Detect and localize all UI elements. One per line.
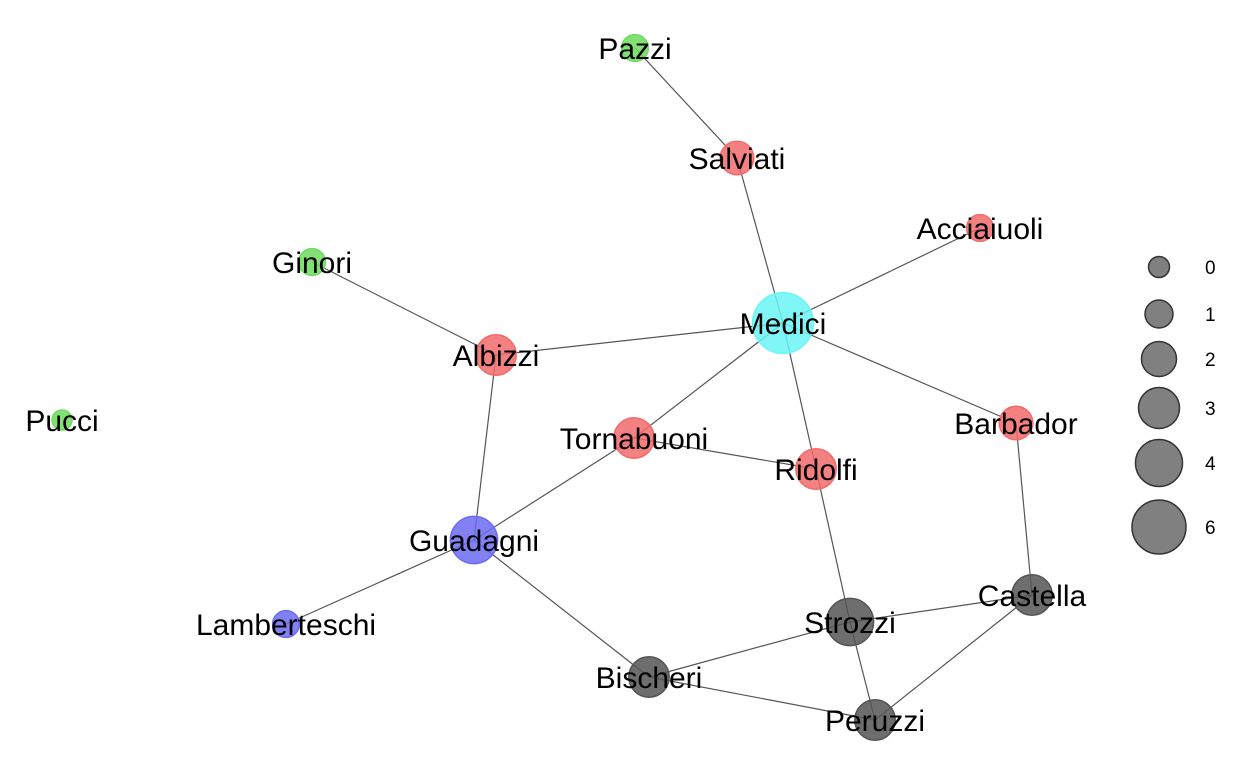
edge-ginori-albizzi xyxy=(311,261,497,356)
node-castella[interactable] xyxy=(1011,574,1053,616)
node-pucci[interactable] xyxy=(51,409,73,431)
node-albizzi[interactable] xyxy=(475,334,517,376)
node-label-ginori: Ginori xyxy=(272,247,352,280)
legend-circle-0 xyxy=(1147,255,1171,279)
legend-label-1: 1 xyxy=(1205,305,1216,326)
edge-medici-tornabuoni xyxy=(633,322,784,439)
legend-label-2: 2 xyxy=(1205,350,1216,371)
node-label-salviati: Salviati xyxy=(689,143,786,176)
nodes-layer xyxy=(51,33,1053,741)
node-pazzi[interactable] xyxy=(620,33,650,63)
edge-tornabuoni-guadagni xyxy=(473,437,635,541)
node-label-guadagni: Guadagni xyxy=(409,525,539,558)
node-peruzzi[interactable] xyxy=(854,699,896,741)
edge-guadagni-bischeri xyxy=(473,539,650,678)
labels-layer: PazziSalviatiAcciaiuoliGinoriMediciAlbiz… xyxy=(25,33,1086,738)
node-label-ridolfi: Ridolfi xyxy=(774,454,857,487)
node-label-tornabuoni: Tornabuoni xyxy=(560,423,708,456)
node-barbador[interactable] xyxy=(998,405,1034,441)
node-guadagni[interactable] xyxy=(449,515,499,565)
edge-albizzi-guadagni xyxy=(473,354,497,541)
node-tornabuoni[interactable] xyxy=(613,417,655,459)
node-label-acciaiuoli: Acciaiuoli xyxy=(917,213,1044,246)
legend-label-0: 0 xyxy=(1205,258,1216,279)
degree-size-legend: 0 1 2 3 4 6 xyxy=(1131,255,1216,555)
node-ridolfi[interactable] xyxy=(795,448,837,490)
node-lamberteschi[interactable] xyxy=(271,609,301,639)
legend-circle-3 xyxy=(1137,386,1181,430)
edge-acciaiuoli-medici xyxy=(782,227,981,324)
edge-guadagni-lamberteschi xyxy=(285,539,475,625)
edge-castella-peruzzi xyxy=(874,594,1033,721)
node-bischeri[interactable] xyxy=(628,656,670,698)
node-label-pucci: Pucci xyxy=(25,405,98,438)
edge-ridolfi-strozzi xyxy=(815,468,851,623)
legend-circle-2 xyxy=(1140,340,1178,378)
edge-bischeri-peruzzi xyxy=(648,676,876,721)
legend-label-3: 3 xyxy=(1205,399,1216,420)
node-acciaiuoli[interactable] xyxy=(965,213,995,243)
legend-circle-1 xyxy=(1144,299,1174,329)
legend-label-4: 4 xyxy=(1205,454,1216,475)
node-label-barbador: Barbador xyxy=(954,408,1077,441)
node-label-lamberteschi: Lamberteschi xyxy=(196,609,376,642)
node-label-albizzi: Albizzi xyxy=(453,340,540,373)
node-strozzi[interactable] xyxy=(825,597,875,647)
edge-pazzi-salviati xyxy=(634,47,738,159)
legend-circle-6 xyxy=(1131,499,1187,555)
node-ginori[interactable] xyxy=(297,247,327,277)
node-label-bischeri: Bischeri xyxy=(596,662,703,695)
node-medici[interactable] xyxy=(751,291,815,355)
node-label-peruzzi: Peruzzi xyxy=(825,705,925,738)
node-label-medici: Medici xyxy=(740,308,827,341)
legend-label-6: 6 xyxy=(1205,518,1216,539)
edge-bischeri-strozzi xyxy=(648,621,851,678)
edge-tornabuoni-ridolfi xyxy=(633,437,817,470)
node-label-pazzi: Pazzi xyxy=(598,33,671,66)
node-salviati[interactable] xyxy=(719,140,755,176)
edge-barbador-castella xyxy=(1015,422,1033,596)
legend-circle-4 xyxy=(1134,438,1184,488)
edge-medici-barbador xyxy=(782,322,1017,424)
edges-layer xyxy=(285,47,1033,721)
node-label-castella: Castella xyxy=(978,580,1087,613)
edge-albizzi-medici xyxy=(495,322,784,356)
node-label-strozzi: Strozzi xyxy=(804,607,896,640)
edge-strozzi-castella xyxy=(849,594,1033,623)
